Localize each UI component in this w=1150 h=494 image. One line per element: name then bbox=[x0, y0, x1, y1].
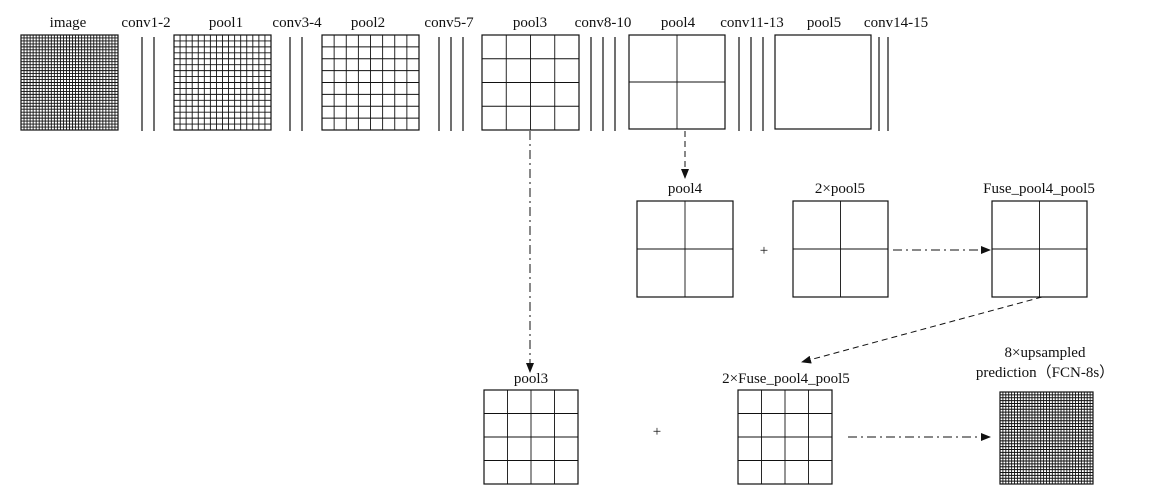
plus-sign-fuse: + bbox=[760, 243, 768, 259]
label-pool3-top: pool3 bbox=[513, 15, 547, 31]
conv3-4-layers bbox=[289, 37, 303, 131]
label-prediction-line1: 8×upsampled bbox=[1005, 345, 1086, 361]
label-pool4-fuse: pool4 bbox=[668, 181, 703, 197]
label-image: image bbox=[50, 15, 87, 31]
conv11-13-layers bbox=[738, 37, 764, 131]
label-pool4-top: pool4 bbox=[661, 15, 696, 31]
conv8-10-layers bbox=[590, 37, 616, 131]
pool1-grid bbox=[173, 34, 272, 131]
label-conv3-4: conv3-4 bbox=[272, 15, 322, 31]
prediction-grid bbox=[999, 391, 1094, 485]
label-conv14-15: conv14-15 bbox=[864, 15, 928, 31]
label-2x-pool5: 2×pool5 bbox=[815, 181, 865, 197]
label-2x-fuse: 2×Fuse_pool4_pool5 bbox=[722, 371, 850, 387]
pool5-grid bbox=[774, 34, 872, 130]
pool4-grid-top bbox=[628, 34, 726, 130]
label-prediction-line2: prediction（FCN-8s） bbox=[976, 364, 1114, 381]
label-pool1: pool1 bbox=[209, 15, 243, 31]
pool2-grid bbox=[321, 34, 420, 131]
label-pool3-final: pool3 bbox=[514, 371, 548, 387]
label-conv1-2: conv1-2 bbox=[121, 15, 170, 31]
label-pool5: pool5 bbox=[807, 15, 841, 31]
label-fuse-pool4-pool5: Fuse_pool4_pool5 bbox=[983, 181, 1095, 197]
pool3-grid-final bbox=[483, 389, 579, 485]
upsample-fused-arrow bbox=[801, 296, 1043, 364]
label-conv5-7: conv5-7 bbox=[424, 15, 474, 31]
image-grid bbox=[20, 34, 119, 131]
conv1-2-layers bbox=[141, 37, 155, 131]
2x-pool5-grid bbox=[792, 200, 889, 298]
label-conv8-10: conv8-10 bbox=[575, 15, 632, 31]
label-conv11-13: conv11-13 bbox=[720, 15, 784, 31]
pool3-grid-top bbox=[481, 34, 580, 131]
conv5-7-layers bbox=[438, 37, 464, 131]
plus-sign-final: + bbox=[653, 424, 661, 440]
label-pool2: pool2 bbox=[351, 15, 385, 31]
2x-fuse-grid bbox=[737, 389, 833, 485]
fuse-pool4-pool5-grid bbox=[991, 200, 1088, 298]
pool4-grid-fuse bbox=[636, 200, 734, 298]
conv14-15-layers bbox=[878, 37, 889, 131]
